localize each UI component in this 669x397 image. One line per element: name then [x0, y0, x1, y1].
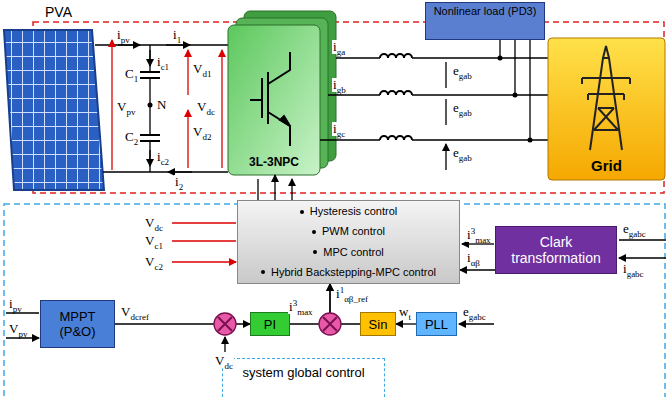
- signal-label: C2: [124, 130, 139, 144]
- node-text: PLL: [425, 317, 448, 332]
- bullet: [313, 250, 317, 254]
- edge-label: iαβ: [466, 251, 481, 265]
- bullet-row: PWM control: [312, 225, 385, 238]
- signal-label: ipv: [8, 297, 23, 311]
- signal-label: Vpv: [8, 322, 28, 336]
- control-box: Hysteresis controlPWM controlMPC control…: [237, 200, 460, 284]
- region-title: system global control: [222, 358, 385, 397]
- load-box: Nonlinear load (PD3): [425, 2, 545, 40]
- edge-label: i1αβ_ref: [335, 287, 369, 301]
- node-text: Nonlinear load (PD3): [434, 5, 537, 18]
- signal-label: Vc2: [144, 255, 164, 269]
- control-region: [4, 204, 665, 397]
- tower-symbol: [582, 46, 630, 150]
- signal-label: igabc: [622, 262, 645, 276]
- bullet-row: MPC control: [313, 246, 384, 259]
- voltage-arrows: [112, 40, 236, 262]
- edge-label: Vdcref: [120, 305, 150, 319]
- node-text: Hysteresis control: [310, 205, 397, 218]
- igbt-symbol: [250, 52, 290, 146]
- signal-label: Vd2: [192, 125, 212, 139]
- process-box: PLL: [416, 312, 457, 336]
- node-text: Hybrid Backstepping-MPC control: [271, 266, 436, 279]
- signal-label: Vdc: [144, 216, 164, 230]
- bullet: [300, 210, 304, 214]
- node-text: Clark transformation: [502, 234, 610, 266]
- node-text: MPC control: [323, 246, 384, 259]
- signal-label: Vdc: [196, 100, 216, 114]
- ac-wires: [320, 40, 548, 170]
- signal-connector: [396, 323, 416, 324]
- signal-label: Vd1: [192, 62, 212, 76]
- signal-label: i3max: [466, 228, 492, 242]
- node-text: PWM control: [322, 225, 385, 238]
- signal-label: i3max: [288, 300, 314, 314]
- control-wires: [6, 179, 666, 352]
- process-box: MPPT (P&O): [40, 300, 115, 348]
- signal-label: egab: [452, 64, 473, 78]
- bullet: [312, 230, 316, 234]
- signal-label: Vc1: [144, 234, 164, 248]
- signal-label: iga: [332, 40, 346, 54]
- grid-box: Grid: [548, 38, 665, 180]
- bullet-row: Hysteresis control: [300, 205, 397, 218]
- signal-connector: [460, 269, 495, 270]
- signal-label: egabc: [622, 222, 647, 236]
- node-text: system global control: [242, 365, 364, 380]
- signal-label: ipv: [116, 28, 131, 42]
- node-text: Sin: [369, 317, 388, 332]
- edge-label: wt: [398, 305, 412, 319]
- signal-label: egab: [452, 101, 473, 115]
- signal-label: Vpv: [116, 100, 136, 114]
- pv-panel: [4, 30, 104, 190]
- process-box: PI: [250, 312, 290, 336]
- node-text: PI: [264, 317, 276, 332]
- signal-label: egab: [452, 146, 473, 160]
- node-text: 3L-3NPC: [249, 155, 299, 169]
- node-text: Grid: [591, 157, 622, 174]
- signal-connector: [274, 175, 275, 200]
- signal-label: PVA: [44, 5, 73, 19]
- dc-wires: [95, 45, 228, 172]
- signal-label: N: [156, 98, 167, 112]
- signal-label: C1: [124, 67, 139, 81]
- signal-label: igc: [332, 122, 346, 136]
- process-box: Clark transformation: [495, 226, 617, 274]
- signal-label: igb: [332, 78, 347, 92]
- signal-label: i2: [174, 175, 184, 189]
- signal-label: ic1: [156, 55, 170, 69]
- power-region: [33, 22, 664, 193]
- node-text: MPPT (P&O): [47, 309, 108, 339]
- bullet: [261, 270, 265, 274]
- process-box: Sin: [360, 312, 396, 336]
- signal-label: egabc: [462, 305, 487, 319]
- converter-block: [228, 25, 320, 175]
- converter-box: 3L-3NPC: [228, 25, 320, 175]
- grid-block: [548, 38, 665, 180]
- signal-label: ic2: [156, 150, 170, 164]
- signal-label: i1: [172, 28, 182, 42]
- bullet-row: Hybrid Backstepping-MPC control: [261, 266, 436, 279]
- signal-label: Vdc: [214, 354, 234, 368]
